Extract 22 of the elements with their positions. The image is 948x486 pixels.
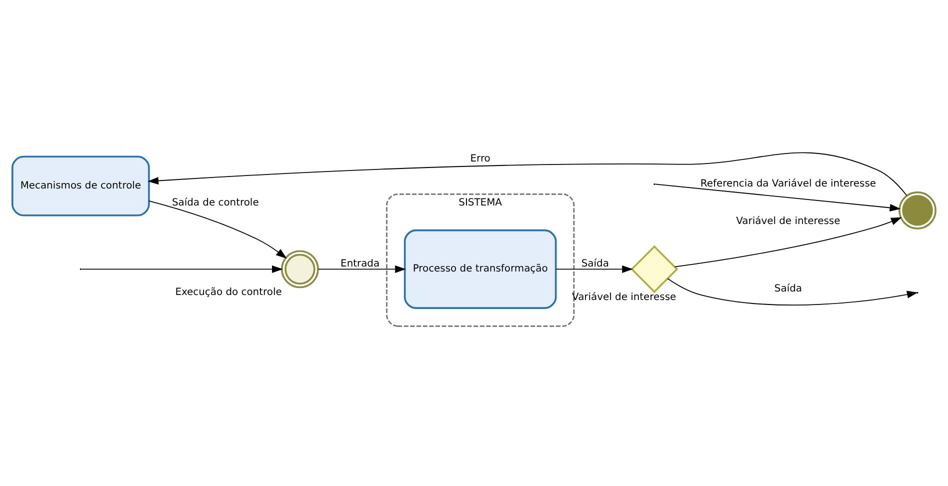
edge-label: Referencia da Variável de interesse — [700, 178, 876, 190]
arrow — [654, 184, 901, 212]
arrow — [148, 152, 908, 196]
edge-label: Entrada — [340, 258, 380, 270]
node-diamond — [630, 245, 678, 294]
edge-label: Saída — [581, 258, 609, 270]
node-box: Mecanismos de controle — [12, 156, 150, 216]
edge-label: Variável de interesse — [736, 216, 840, 227]
edge-label: Saída — [774, 284, 802, 295]
arrow — [318, 265, 406, 273]
node-label: Execução do controle — [175, 287, 282, 298]
edge-label: Erro — [470, 153, 490, 164]
arrow — [556, 265, 633, 273]
node-box: Processo de transformação — [404, 229, 557, 309]
edge-label: Saída de controle — [172, 198, 259, 209]
arrow — [667, 278, 918, 306]
arrow — [674, 217, 902, 268]
arrow — [148, 200, 287, 259]
arrow — [81, 265, 283, 273]
node-label: Variável de interesse — [572, 292, 676, 303]
node-circle — [280, 250, 319, 288]
node-circle — [898, 191, 936, 230]
